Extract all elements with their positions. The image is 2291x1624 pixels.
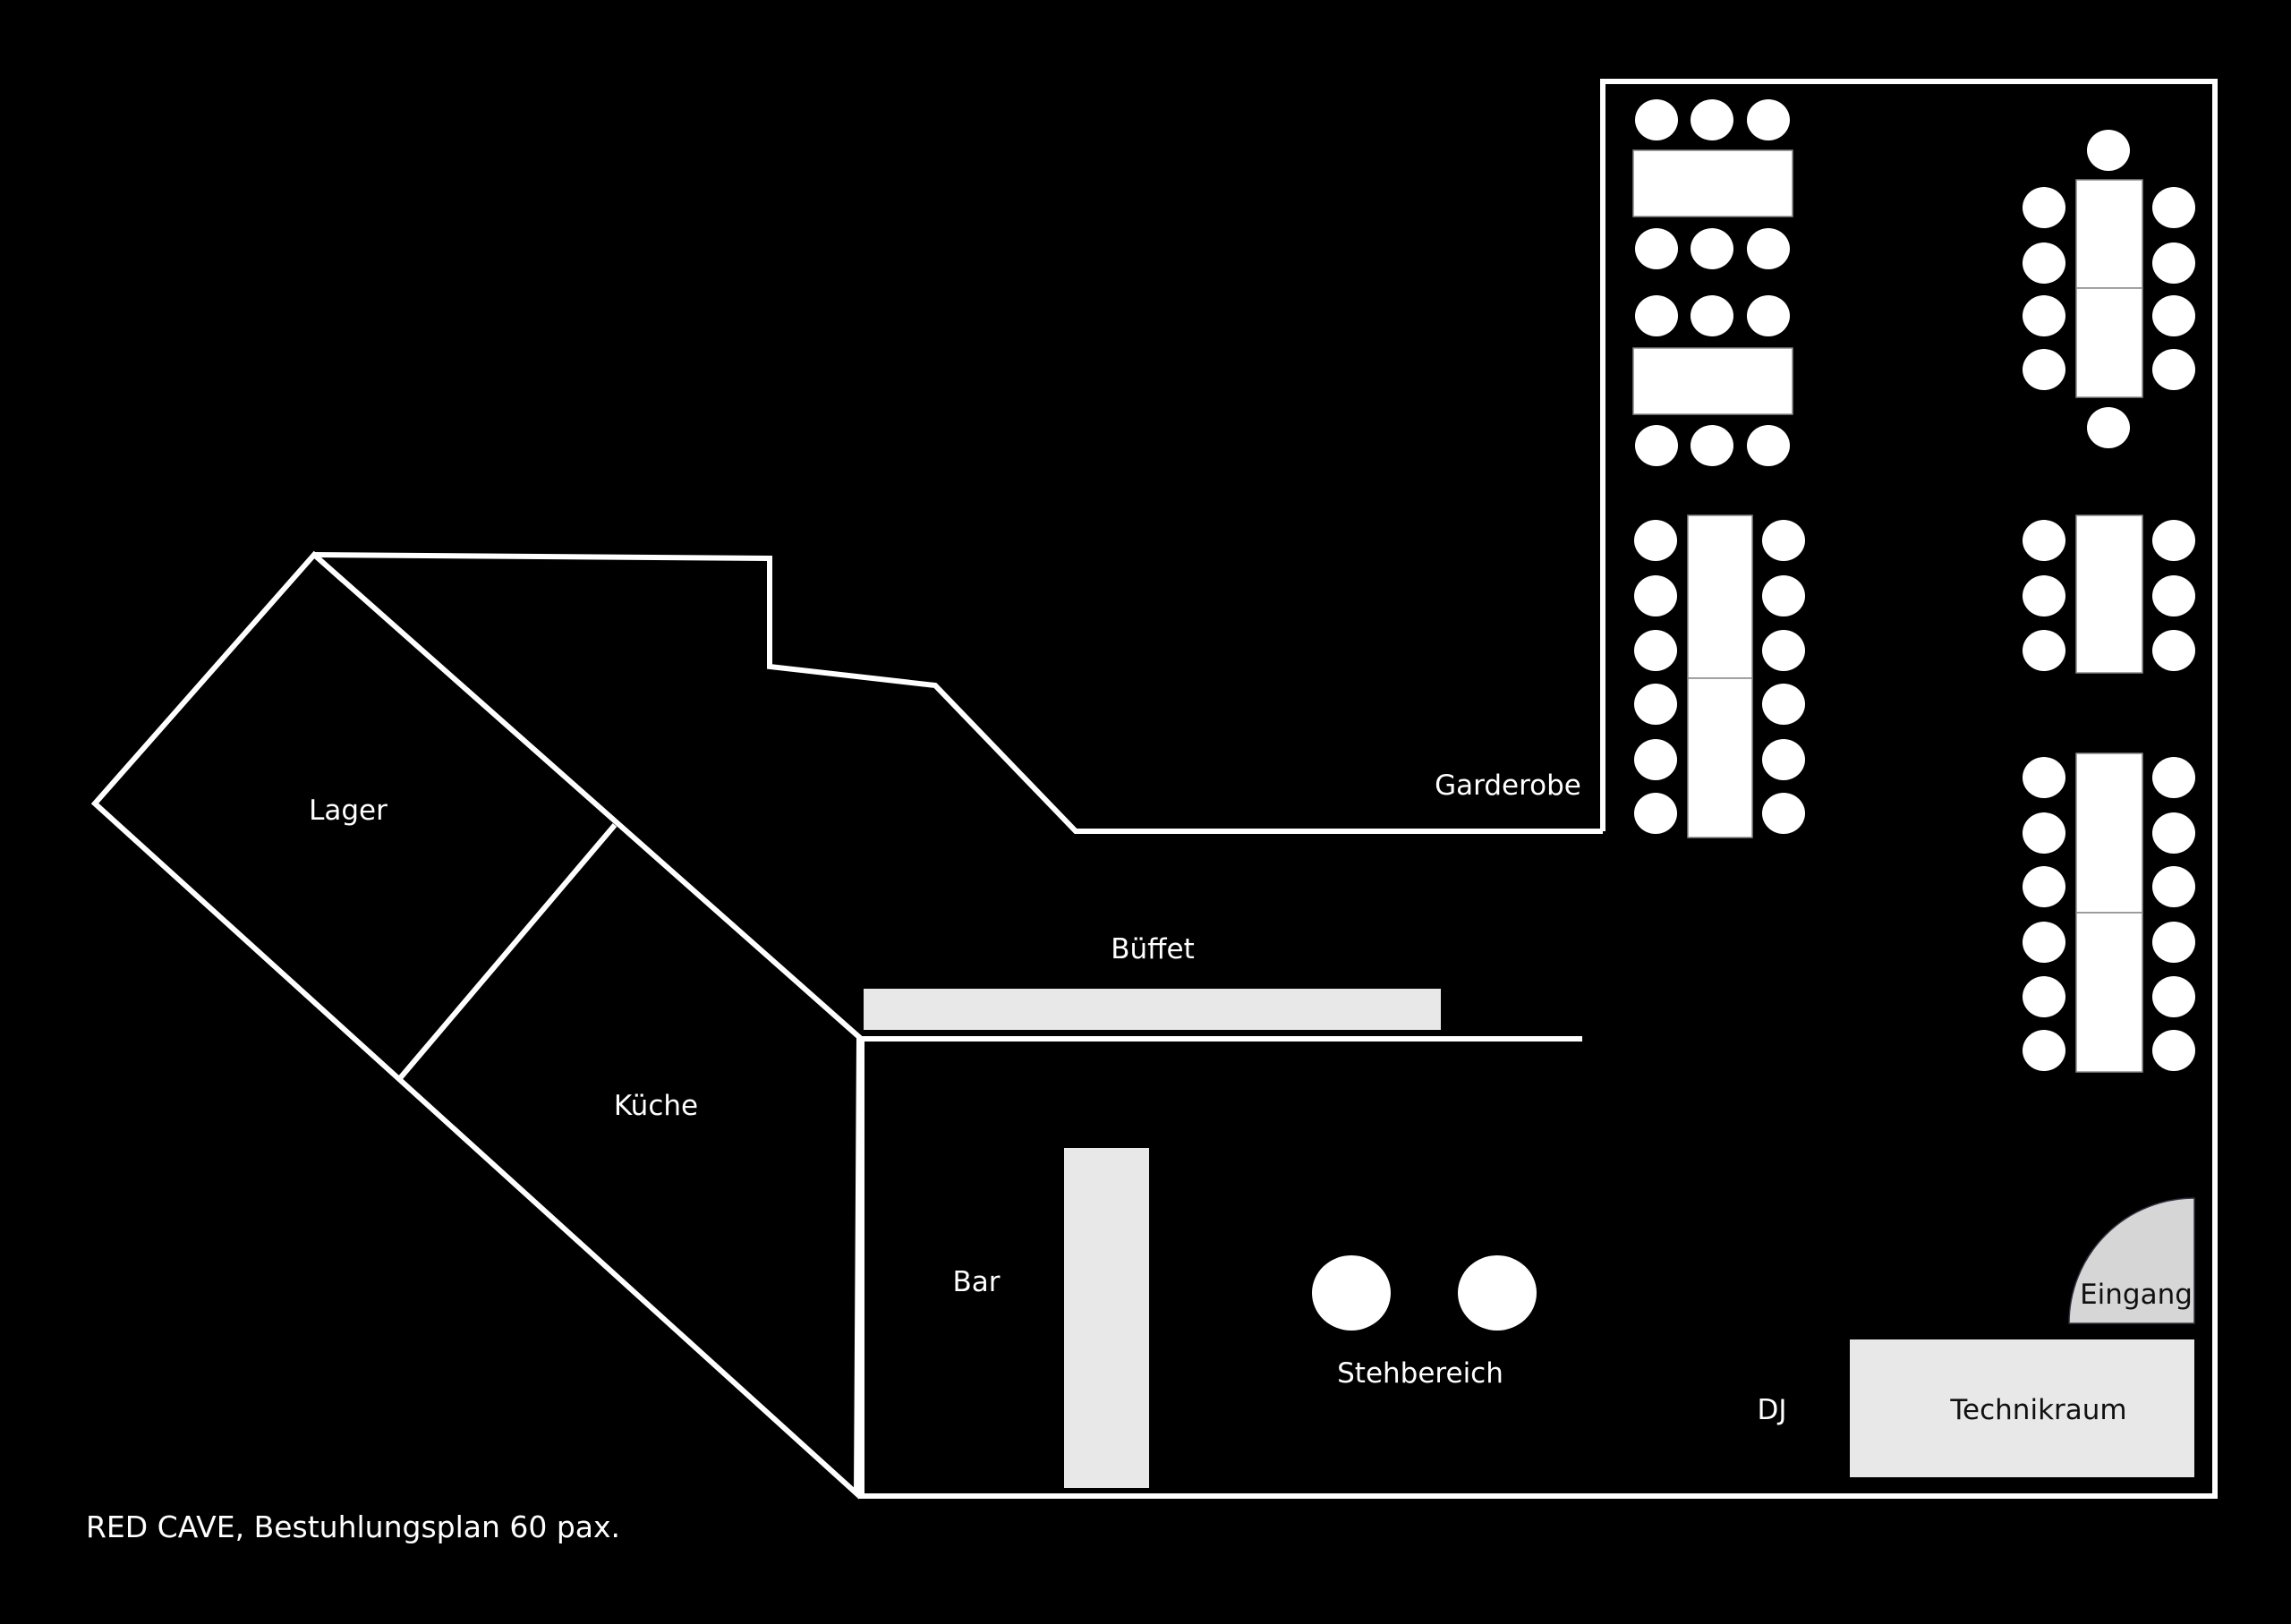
chair — [1762, 684, 1805, 725]
chair — [1691, 295, 1733, 336]
bueffet-counter — [864, 989, 1441, 1030]
bar-room-wall — [859, 1036, 1582, 1496]
chair — [1634, 684, 1677, 725]
chair — [2152, 1030, 2195, 1071]
chair — [2152, 922, 2195, 963]
chair — [2152, 630, 2195, 671]
lager-kueche-outline — [90, 550, 863, 1500]
standing-table — [1312, 1255, 1391, 1331]
label-kueche: Küche — [614, 1090, 698, 1122]
chair — [1762, 575, 1805, 616]
chair — [2152, 757, 2195, 798]
chair — [1635, 295, 1678, 336]
chair — [2152, 187, 2195, 228]
chair — [2023, 575, 2065, 616]
chair — [2152, 976, 2195, 1017]
chair — [1762, 793, 1805, 834]
chair — [1635, 99, 1678, 140]
chair — [2152, 295, 2195, 336]
dining-table — [2075, 287, 2143, 398]
dining-table — [2075, 179, 2143, 289]
chair — [1634, 575, 1677, 616]
chair — [1635, 425, 1678, 466]
dining-table — [1632, 347, 1793, 415]
chair — [2152, 575, 2195, 616]
chair — [1762, 739, 1805, 780]
label-bueffet: Büffet — [1111, 933, 1195, 965]
label-garderobe: Garderobe — [1435, 769, 1581, 802]
chair — [1634, 520, 1677, 561]
chair — [1747, 228, 1790, 269]
chair — [2023, 242, 2065, 284]
chair — [1747, 425, 1790, 466]
label-eingang: Eingang — [2080, 1279, 2193, 1311]
chair — [2023, 866, 2065, 907]
chair — [2152, 812, 2195, 854]
chair — [2023, 295, 2065, 336]
chair — [2023, 520, 2065, 561]
chair — [1747, 99, 1790, 140]
chair — [1635, 228, 1678, 269]
chair — [2023, 757, 2065, 798]
chair — [1762, 630, 1805, 671]
chair — [2023, 349, 2065, 390]
standing-table — [1458, 1255, 1537, 1331]
dining-table — [2075, 752, 2143, 914]
technikraum-room — [1850, 1339, 2194, 1477]
dining-table — [1687, 677, 1753, 838]
dining-table — [2075, 912, 2143, 1073]
chair — [2152, 349, 2195, 390]
chair — [2023, 1030, 2065, 1071]
dining-table — [1687, 514, 1753, 679]
bar-counter — [1064, 1148, 1149, 1488]
chair — [2023, 812, 2065, 854]
chair — [1691, 425, 1733, 466]
label-dj: DJ — [1757, 1394, 1786, 1426]
chair — [1634, 739, 1677, 780]
plan-title: RED CAVE, Bestuhlungsplan 60 pax. — [86, 1509, 620, 1544]
chair — [2023, 922, 2065, 963]
main-hall-wall — [859, 79, 2218, 1499]
chair — [1762, 520, 1805, 561]
chair — [2152, 520, 2195, 561]
label-technikraum: Technikraum — [1949, 1394, 2126, 1426]
lager-kueche-divider — [397, 823, 617, 1080]
upper-wall — [313, 552, 1603, 834]
chair — [1634, 793, 1677, 834]
chair — [2023, 187, 2065, 228]
label-bar: Bar — [952, 1266, 1000, 1298]
chair — [2087, 407, 2130, 448]
chair — [2087, 130, 2130, 171]
chair — [1691, 99, 1733, 140]
chair — [1634, 630, 1677, 671]
dining-table — [2075, 514, 2143, 674]
chair — [2023, 630, 2065, 671]
label-stehbereich: Stehbereich — [1337, 1357, 1503, 1390]
chair — [2152, 866, 2195, 907]
chair — [2152, 242, 2195, 284]
dining-table — [1632, 149, 1793, 217]
chair — [1691, 228, 1733, 269]
eingang-door-swing — [2068, 1197, 2195, 1324]
chair — [1747, 295, 1790, 336]
chair — [2023, 976, 2065, 1017]
label-lager: Lager — [309, 795, 388, 827]
